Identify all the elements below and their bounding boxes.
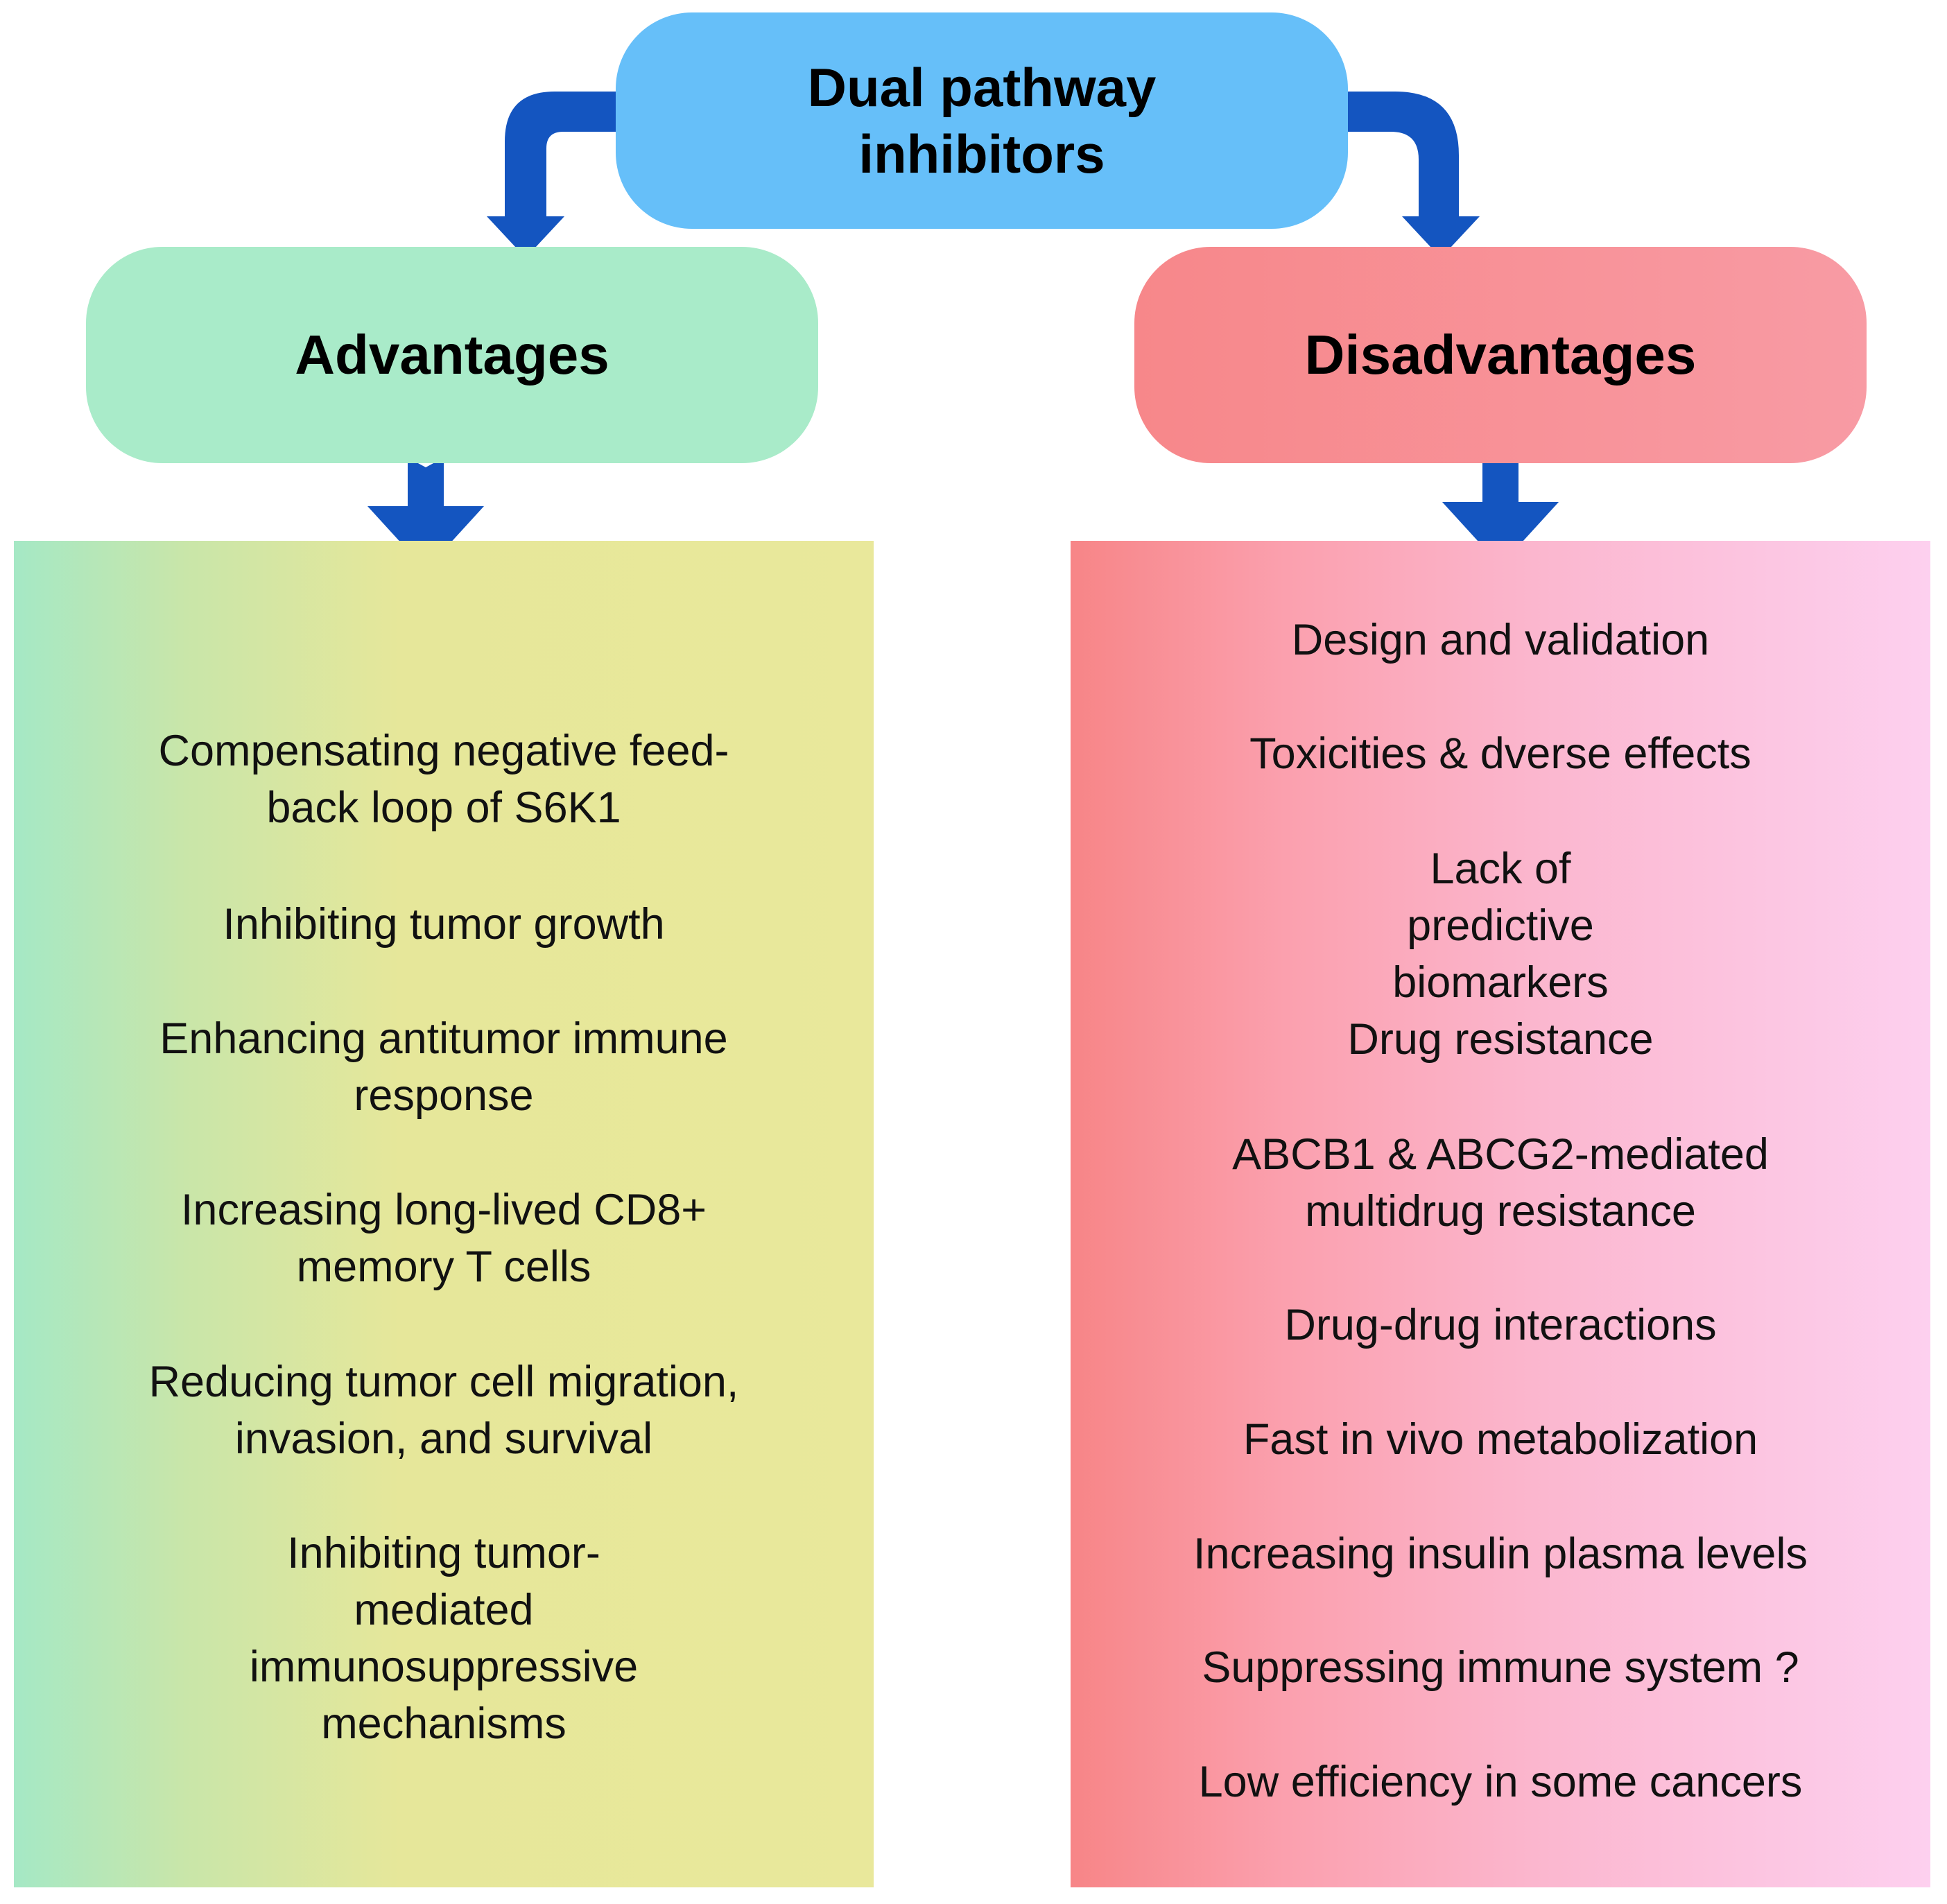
- disadvantage-item: Design and validation: [1291, 616, 1710, 664]
- advantage-item: Inhibiting tumor growth: [223, 900, 665, 949]
- disadvantage-item: Drug-drug interactions: [1284, 1301, 1717, 1349]
- disadvantage-item: Toxicities & dverse effects: [1249, 729, 1751, 778]
- advantages-box: Advantages: [86, 247, 818, 463]
- disadvantage-item: Suppressing immune system ?: [1202, 1643, 1799, 1692]
- disadvantages-panel: Design and validation Toxicities & dvers…: [1071, 541, 1930, 1887]
- disadvantage-item: ABCB1 & ABCG2-mediated multidrug resista…: [1232, 1130, 1769, 1236]
- disadvantages-heading: Disadvantages: [1304, 324, 1697, 386]
- disadvantage-item: Increasing insulin plasma levels: [1193, 1530, 1808, 1578]
- title-box: Dual pathway inhibitors: [616, 12, 1348, 229]
- arrow-down-left-icon: [367, 458, 484, 570]
- disadvantage-item: Low efficiency in some cancers: [1198, 1758, 1803, 1806]
- advantage-item: Reducing tumor cell migration, invasion,…: [148, 1358, 739, 1463]
- disadvantages-box: Disadvantages: [1134, 247, 1867, 463]
- curved-arrow-right-icon: [1347, 92, 1480, 258]
- curved-arrow-left-icon: [487, 92, 617, 258]
- disadvantage-item: Fast in vivo metabolization: [1243, 1415, 1758, 1464]
- advantages-heading: Advantages: [295, 324, 609, 386]
- advantage-item: Enhancing antitumor immune response: [159, 1014, 728, 1120]
- advantage-item: Compensating negative feed-back loop of …: [158, 727, 729, 832]
- disadvantage-item: Lack of predictive biomarkers: [1392, 845, 1609, 1007]
- advantages-panel: Compensating negative feed-back loop of …: [14, 541, 874, 1887]
- arrow-down-right-icon: [1442, 453, 1559, 566]
- disadvantage-item: Drug resistance: [1347, 1015, 1654, 1064]
- advantage-item: Increasing long-lived CD8+ memory T cell…: [180, 1186, 707, 1291]
- advantage-item: Inhibiting tumor-mediated immunosuppress…: [249, 1529, 639, 1748]
- diagram-title: Dual pathway inhibitors: [807, 57, 1157, 184]
